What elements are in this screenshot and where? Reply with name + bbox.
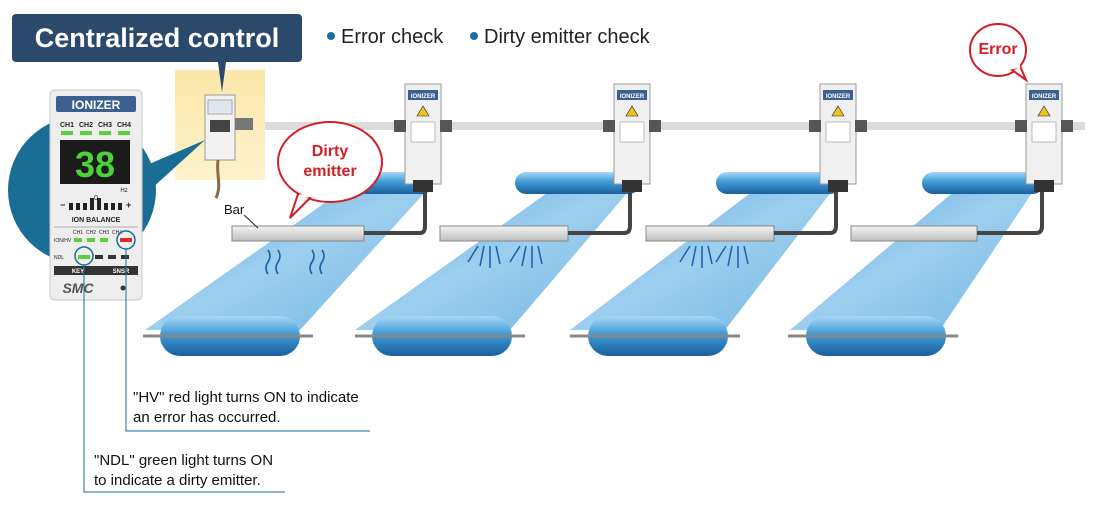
ionizer-unit-4: IONIZER — [1015, 83, 1073, 192]
upper-roller — [515, 172, 640, 194]
ndl-led — [108, 255, 116, 259]
ion-balance-label: ION BALANCE — [72, 217, 121, 224]
ion-led — [74, 238, 82, 242]
hv-note: "HV" red light turns ON to indicate an e… — [133, 389, 359, 426]
channel-label: CH2 — [79, 122, 93, 129]
panel-title: IONIZER — [72, 98, 121, 112]
hv-leader-line — [125, 249, 370, 432]
ndl-led — [121, 255, 129, 259]
bullet-dot-icon — [327, 31, 335, 40]
svg-text:IONIZER: IONIZER — [620, 94, 645, 100]
svg-text:IONIZER: IONIZER — [826, 94, 851, 100]
upper-roller — [922, 172, 1044, 194]
zero-mark: 0 — [94, 195, 98, 202]
ndl-led-green — [78, 255, 90, 259]
ionizer-unit-3: IONIZER — [809, 83, 867, 192]
upper-roller — [716, 172, 841, 194]
channel-led — [61, 131, 73, 135]
error-label: Error — [978, 41, 1018, 58]
error-callout — [969, 23, 1029, 83]
ion-spray-icon — [467, 245, 543, 268]
bullet-dirty-emitter-check: Dirty emitter check — [470, 26, 650, 49]
ionizer-bar — [850, 225, 978, 242]
channel-label: CH3 — [98, 122, 112, 129]
dirty-emitter-callout — [277, 121, 383, 219]
dirty-emitter-label: Dirty emitter — [303, 143, 357, 180]
svg-text:CH4: CH4 — [112, 230, 122, 236]
ionizer-controller — [204, 94, 253, 199]
svg-text:CH1: CH1 — [73, 230, 83, 236]
svg-text:CH2: CH2 — [86, 230, 96, 236]
channel-led — [80, 131, 92, 135]
minus-label: − — [60, 200, 65, 210]
brand-logo: SMC — [62, 280, 94, 296]
ndl-label: NDL — [54, 255, 64, 261]
bullet-dot-icon — [470, 31, 478, 40]
page-title: Centralized control — [12, 14, 302, 62]
title-pointer — [218, 62, 226, 92]
ion-hv-label: ION/HV — [54, 238, 72, 244]
channel-label: CH4 — [117, 122, 131, 129]
display-value: 38 — [75, 144, 115, 185]
warning-icon — [416, 105, 430, 117]
ion-flow-icon — [265, 249, 325, 275]
svg-text:IONIZER: IONIZER — [1032, 94, 1057, 100]
film-web — [790, 178, 1042, 330]
film-web — [570, 178, 842, 330]
station-4 — [788, 172, 1044, 356]
warning-icon — [1037, 105, 1051, 117]
ionizer-bar — [439, 225, 569, 242]
ion-led — [100, 238, 108, 242]
unit-label: Hz — [120, 188, 127, 194]
channel-led — [99, 131, 111, 135]
channel-led — [118, 131, 130, 135]
ndl-led — [95, 255, 103, 259]
ndl-leader-line — [83, 265, 285, 493]
ndl-note: "NDL" green light turns ON to indicate a… — [94, 452, 274, 489]
panel-screw — [120, 285, 126, 291]
ionizer-bar — [231, 225, 365, 242]
control-panel: IONIZER CH1 CH2 CH3 CH4 38 Hz 0 − + ION … — [49, 89, 143, 301]
ionizer-unit-2: IONIZER — [603, 83, 661, 192]
key-label: KEY — [72, 269, 84, 275]
station-3 — [570, 172, 842, 356]
svg-text:CH3: CH3 — [99, 230, 109, 236]
warning-icon — [625, 105, 639, 117]
bar-leader-line — [243, 214, 259, 229]
warning-icon — [831, 105, 845, 117]
channel-label: CH1 — [60, 122, 74, 129]
ionizer-bar — [645, 225, 775, 242]
bar-label: Bar — [224, 202, 245, 217]
seven-segment-display — [60, 140, 130, 184]
balance-bar-graph — [69, 198, 122, 210]
zoom-pointer — [140, 140, 205, 190]
ionizer-unit-1: IONIZER — [394, 83, 452, 192]
plus-label: + — [126, 200, 131, 210]
svg-text:IONIZER: IONIZER — [411, 94, 436, 100]
film-web — [145, 178, 438, 330]
sensor-label: SNSR — [113, 269, 130, 275]
bullet-error-check: Error check — [327, 26, 443, 49]
ion-spray-icon — [679, 245, 749, 268]
ion-led — [87, 238, 95, 242]
hv-led-red — [120, 238, 132, 242]
station-2 — [355, 172, 640, 356]
